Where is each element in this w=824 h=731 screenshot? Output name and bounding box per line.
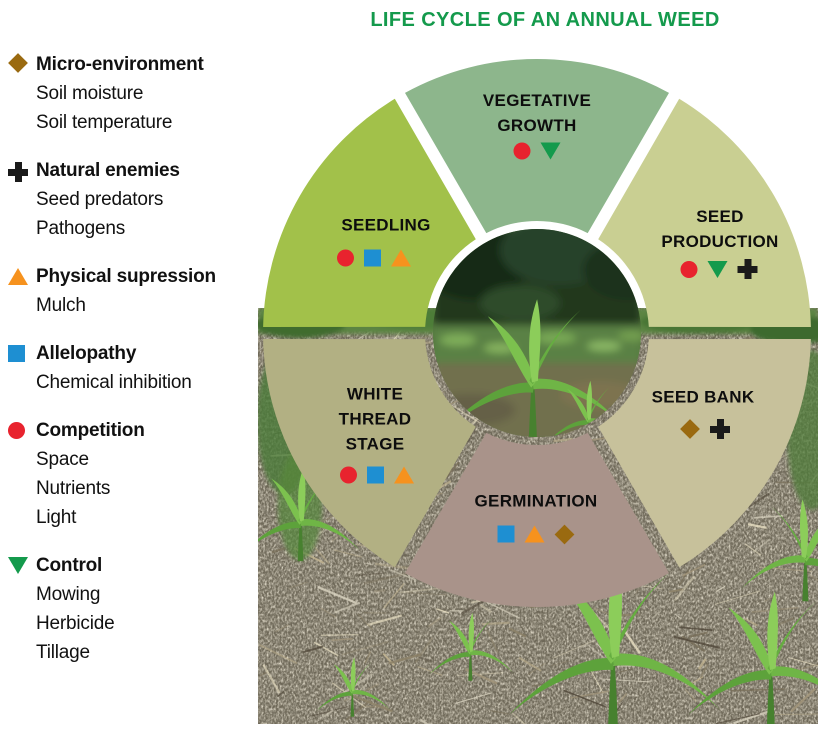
legend-item: Tillage	[36, 642, 90, 663]
triangle-down-green-icon	[707, 260, 728, 278]
square-blue-icon	[8, 345, 25, 362]
legend-item: Chemical inhibition	[36, 372, 192, 393]
legend-item: Light	[36, 507, 77, 528]
legend: Micro-environment Soil moisture Soil tem…	[8, 50, 260, 686]
segment-label-vegetative-growth: VEGETATIVE GROWTH	[482, 91, 592, 135]
triangle-up-orange-icon	[8, 268, 28, 285]
segment-label-white-thread-stage: WHITE THREAD STAGE	[338, 384, 412, 454]
triangle-down-green-icon	[540, 142, 561, 160]
circle-red-icon	[8, 422, 25, 439]
legend-section-competition: Competition Space Nutrients Light	[8, 416, 260, 532]
square-blue-icon	[497, 525, 515, 543]
segment-icons-seedling	[337, 249, 411, 267]
segment-icons-seed-bank	[680, 419, 730, 439]
segment-label-germination: GERMINATION	[474, 491, 598, 511]
segment-icons-germination	[497, 524, 575, 544]
diamond-brown-icon	[554, 524, 575, 544]
plus-black-icon	[710, 419, 730, 439]
plus-black-icon	[8, 162, 28, 182]
legend-item: Nutrients	[36, 478, 111, 499]
circle-red-icon	[337, 249, 354, 267]
wedge-vegetative-growth	[405, 59, 669, 234]
square-blue-icon	[364, 249, 381, 267]
legend-item: Space	[36, 449, 89, 470]
segment-label-seed-bank: SEED BANK	[651, 387, 755, 407]
diamond-brown-icon	[8, 53, 28, 73]
legend-section-control: Control Mowing Herbicide Tillage	[8, 551, 260, 667]
wedge-seed-production	[598, 98, 811, 327]
triangle-up-orange-icon	[394, 466, 414, 484]
legend-item: Pathogens	[36, 218, 126, 239]
segment-label-seedling: SEEDLING	[341, 215, 431, 235]
plus-black-icon	[737, 259, 758, 279]
legend-heading: Control	[36, 555, 103, 576]
wedge-seed-bank	[598, 339, 811, 568]
diamond-brown-icon	[680, 419, 700, 439]
legend-section-allelopathy: Allelopathy Chemical inhibition	[8, 339, 260, 397]
wedge-seedling	[263, 98, 476, 327]
triangle-up-orange-icon	[391, 249, 411, 267]
legend-item: Soil moisture	[36, 83, 144, 104]
legend-section-micro-environment: Micro-environment Soil moisture Soil tem…	[8, 50, 260, 137]
legend-heading: Competition	[36, 420, 145, 441]
legend-section-physical-supression: Physical supression Mulch	[8, 262, 260, 320]
circle-red-icon	[340, 466, 357, 484]
triangle-down-green-icon	[8, 557, 28, 574]
legend-item: Mulch	[36, 295, 86, 316]
wedge-germination	[405, 432, 669, 607]
segment-icons-vegetative-growth	[513, 142, 561, 160]
segment-icons-seed-production	[680, 259, 758, 279]
circle-red-icon	[513, 142, 531, 160]
legend-heading: Physical supression	[36, 266, 216, 287]
circle-red-icon	[680, 260, 698, 278]
legend-item: Herbicide	[36, 613, 115, 634]
legend-section-natural-enemies: Natural enemies Seed predators Pathogens	[8, 156, 260, 243]
legend-heading: Allelopathy	[36, 343, 137, 364]
legend-item: Mowing	[36, 584, 101, 605]
legend-heading: Natural enemies	[36, 160, 180, 181]
legend-item: Soil temperature	[36, 112, 173, 133]
legend-heading: Micro-environment	[36, 54, 204, 75]
triangle-up-orange-icon	[524, 525, 545, 543]
segment-icons-white-thread-stage	[340, 466, 414, 484]
legend-item: Seed predators	[36, 189, 164, 210]
segment-label-seed-production: SEED PRODUCTION	[661, 207, 779, 251]
diagram-title: LIFE CYCLE OF AN ANNUAL WEED	[370, 9, 720, 31]
square-blue-icon	[367, 466, 384, 484]
wedge-white-thread-stage	[263, 339, 476, 568]
